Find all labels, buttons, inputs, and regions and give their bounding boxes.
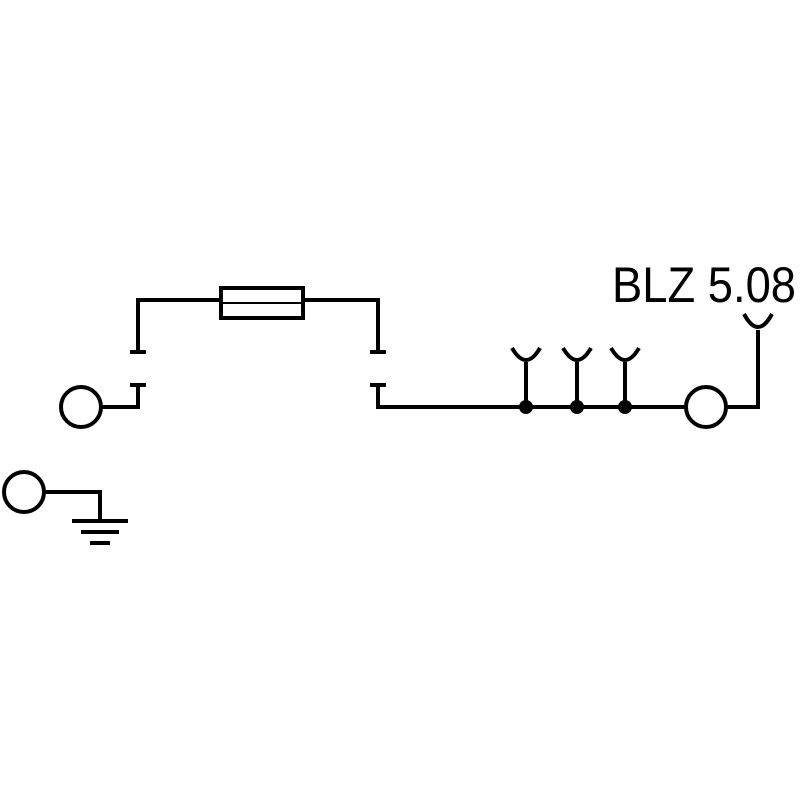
terminal-left bbox=[59, 385, 103, 429]
ground-icon bbox=[72, 519, 128, 545]
blz-connection-wire bbox=[726, 313, 774, 409]
terminal-right bbox=[684, 385, 728, 429]
plug-socket-2 bbox=[561, 346, 593, 407]
junction-dot-1 bbox=[519, 400, 533, 414]
plug-socket-3 bbox=[609, 346, 641, 407]
junction-dot-3 bbox=[618, 400, 632, 414]
earth-wire bbox=[44, 490, 102, 519]
circuit-wire-main bbox=[100, 298, 686, 409]
junction-dot-2 bbox=[570, 400, 584, 414]
connector-label: BLZ 5.08 bbox=[612, 257, 796, 313]
plug-socket-1 bbox=[510, 346, 542, 407]
terminal-earth bbox=[2, 470, 46, 514]
